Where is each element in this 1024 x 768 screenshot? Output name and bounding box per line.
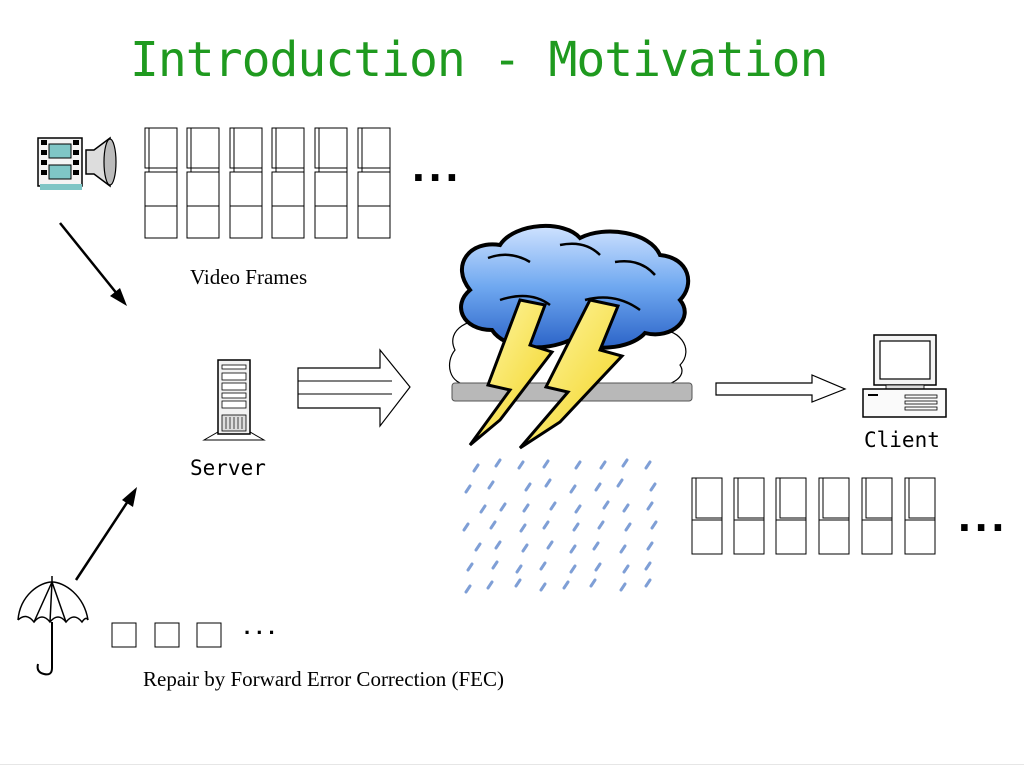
fec-packet (112, 623, 136, 647)
fec-packet (197, 623, 221, 647)
frame-stack (905, 478, 935, 554)
film-speaker-icon (38, 138, 116, 190)
frame-stack (776, 478, 806, 554)
frame-stack (145, 128, 177, 238)
frame-stack (862, 478, 892, 554)
fec-packet (155, 623, 179, 647)
client-label: Client (864, 428, 940, 452)
frame-stack (692, 478, 722, 554)
frame-stack (187, 128, 219, 238)
ellipsis-right: ... (958, 488, 1008, 542)
server-label: Server (190, 456, 266, 480)
frame-stack (315, 128, 347, 238)
video-frames-label: Video Frames (190, 265, 307, 290)
frame-stack (272, 128, 304, 238)
ellipsis-top: ... (412, 138, 462, 192)
fec-label: Repair by Forward Error Correction (FEC) (143, 667, 504, 692)
arrow-fec-to-server (76, 487, 137, 580)
video-frames-received (692, 478, 935, 554)
rain-icon (464, 460, 656, 592)
umbrella-icon (18, 576, 88, 674)
arrow-server-to-network (298, 350, 410, 426)
frame-stack (734, 478, 764, 554)
frame-stack (230, 128, 262, 238)
arrow-film-to-server (60, 223, 127, 306)
ellipsis-fec: . . . (244, 614, 275, 640)
frame-stack (358, 128, 390, 238)
fec-packets (112, 623, 221, 647)
server-icon (204, 360, 264, 440)
client-computer-icon (863, 335, 946, 417)
video-frames-top (145, 128, 390, 238)
frame-stack (819, 478, 849, 554)
divider (0, 764, 1024, 765)
arrow-network-to-client (716, 375, 845, 402)
